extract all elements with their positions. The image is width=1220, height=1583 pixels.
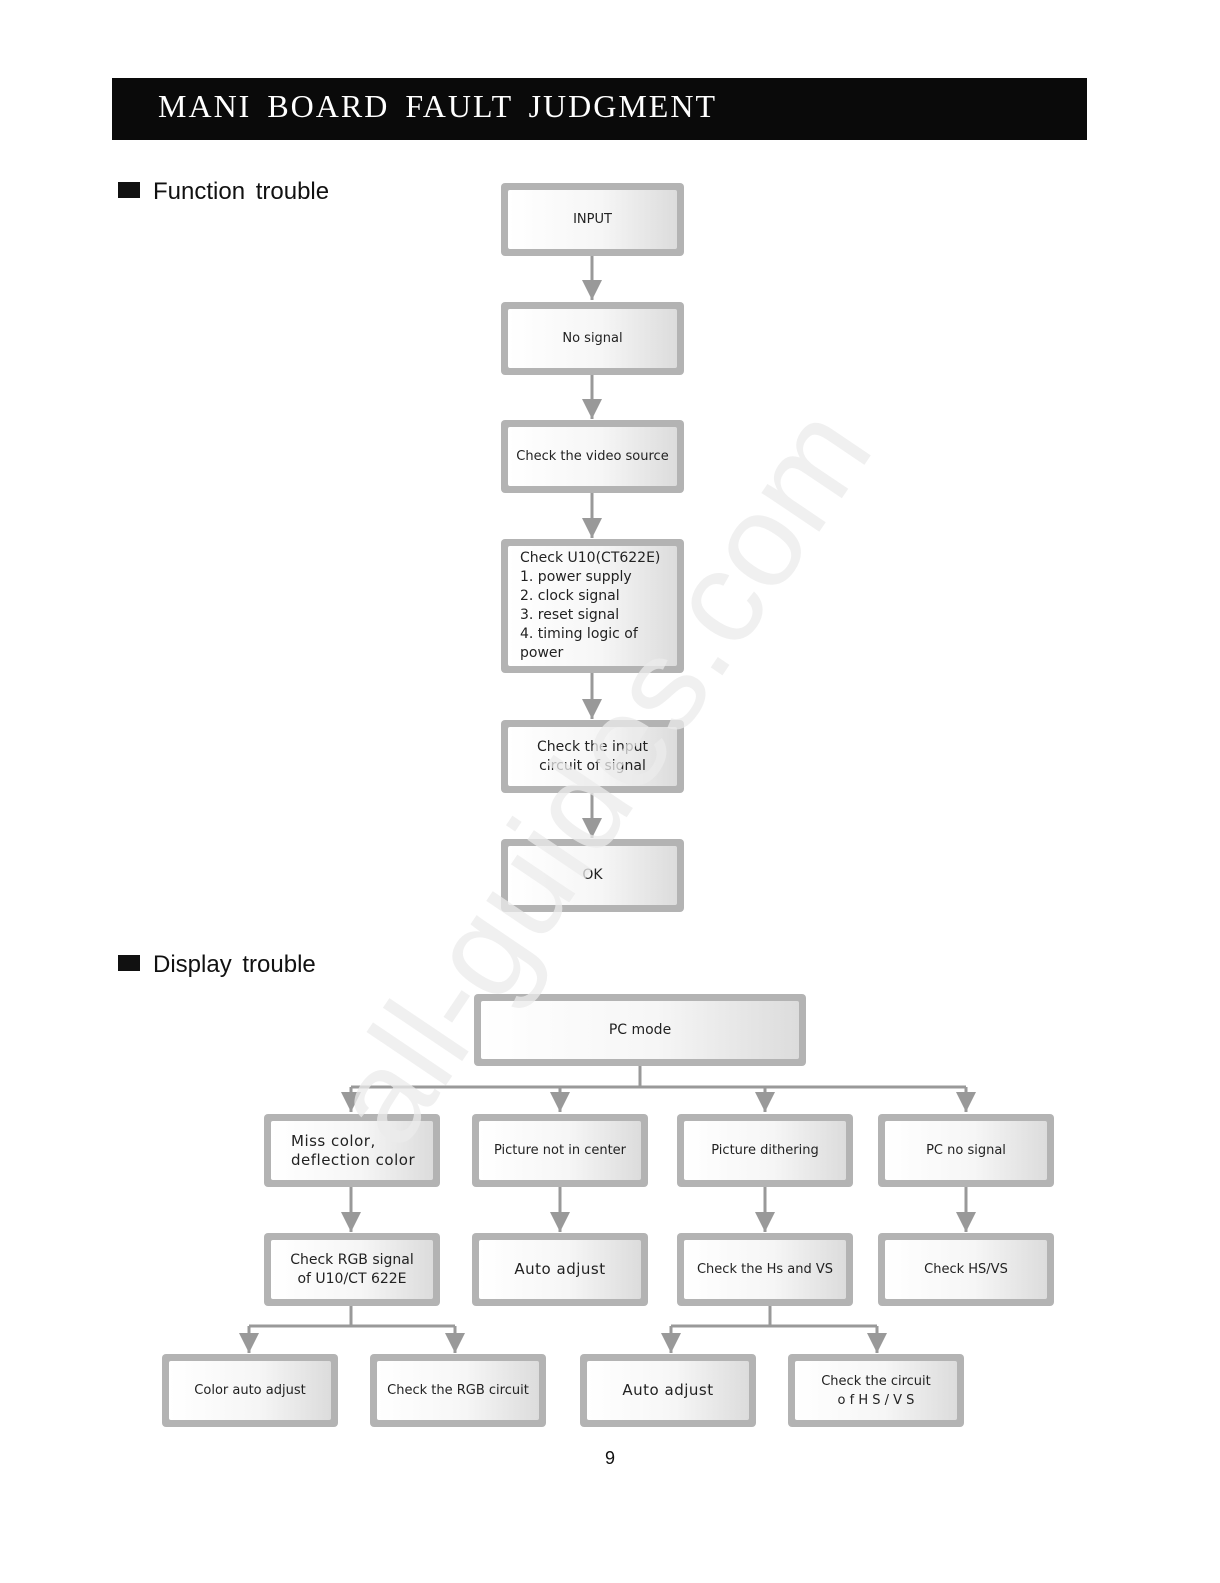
node-check-rgb-circuit: Check the RGB circuit [370,1354,546,1427]
node-label: INPUT [508,190,677,249]
arrow-head-icon [582,818,602,838]
page-number: 9 [604,1448,615,1468]
arrow-head-icon [755,1092,775,1112]
node-pc-mode: PC mode [474,994,806,1066]
node-label: Check the video source [508,427,677,486]
node-label: OK [508,846,677,905]
arrow-head-icon [239,1333,259,1353]
arrow-head-icon [341,1212,361,1232]
node-color-auto-adjust: Color auto adjust [162,1354,338,1427]
node-auto-adjust-1: Auto adjust [472,1233,648,1306]
node-check-rgb-signal: Check RGB signal of U10/CT 622E [264,1233,440,1306]
node-label: Check the RGB circuit [377,1361,539,1420]
section-display-trouble: Display trouble [118,951,316,981]
node-picture-not-center: Picture not in center [472,1114,648,1187]
node-label: PC mode [481,1001,799,1059]
arrow-head-icon [582,699,602,719]
node-label: PC no signal [885,1121,1047,1180]
arrow-head-icon [582,518,602,538]
arrow-head-icon [582,280,602,300]
node-check-circuit-hs-vs: Check the circuit o f H S / V S [788,1354,964,1427]
node-auto-adjust-2: Auto adjust [580,1354,756,1427]
node-label: Picture dithering [684,1121,846,1180]
node-label: Picture not in center [479,1121,641,1180]
arrow-head-icon [956,1092,976,1112]
arrow-head-icon [582,399,602,419]
arrow-head-icon [755,1212,775,1232]
node-label: Check the circuit o f H S / V S [795,1361,957,1420]
arrow-head-icon [445,1333,465,1353]
bullet-square-icon [118,182,140,198]
node-label: Check RGB signal of U10/CT 622E [271,1240,433,1299]
section-function-trouble: Function trouble [118,178,329,208]
node-picture-dithering: Picture dithering [677,1114,853,1187]
arrow-head-icon [867,1333,887,1353]
node-input: INPUT [501,183,684,256]
node-label: Miss color, deflection color [271,1121,433,1180]
node-label: Check U10(CT622E) 1. power supply 2. clo… [508,546,677,666]
node-no-signal: No signal [501,302,684,375]
node-label: No signal [508,309,677,368]
section-label: Function trouble [153,178,330,205]
arrow-head-icon [550,1212,570,1232]
node-label: Auto adjust [587,1361,749,1420]
node-label: Check HS/VS [885,1240,1047,1299]
node-label: Check the Hs and VS [684,1240,846,1299]
page-title: MANI BOARD FAULT JUDGMENT [158,88,717,124]
node-check-hs-vs: Check the Hs and VS [677,1233,853,1306]
arrow-head-icon [341,1092,361,1112]
arrow-head-icon [550,1092,570,1112]
arrow-head-icon [956,1212,976,1232]
node-pc-no-signal: PC no signal [878,1114,1054,1187]
node-ok: OK [501,839,684,912]
node-label: Auto adjust [479,1240,641,1299]
node-miss-color: Miss color, deflection color [264,1114,440,1187]
node-check-hs-vs-2: Check HS/VS [878,1233,1054,1306]
section-label: Display trouble [153,951,316,978]
node-label: Check the input circuit of signal [508,727,677,786]
bullet-square-icon [118,955,140,971]
node-check-input-circuit: Check the input circuit of signal [501,720,684,793]
node-label: Color auto adjust [169,1361,331,1420]
page-header: MANI BOARD FAULT JUDGMENT [112,78,1087,140]
node-check-u10: Check U10(CT622E) 1. power supply 2. clo… [501,539,684,673]
node-check-video-source: Check the video source [501,420,684,493]
arrow-head-icon [661,1333,681,1353]
